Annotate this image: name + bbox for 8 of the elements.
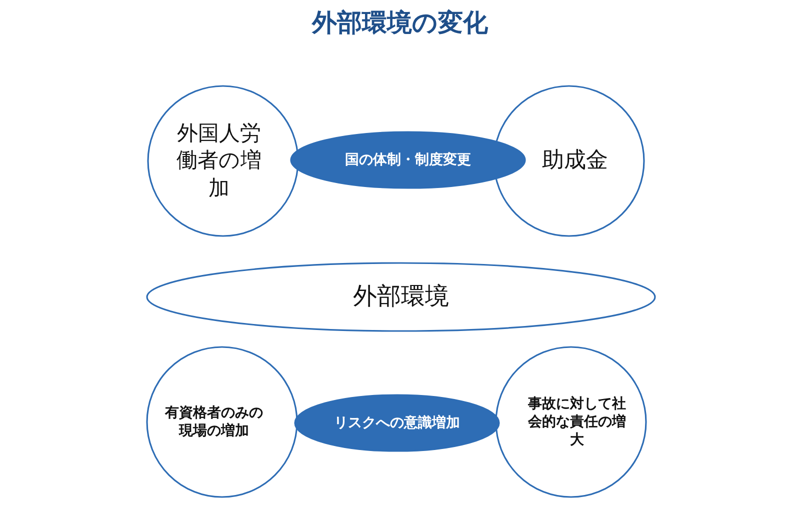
node-label: 外国人労働者の増加 xyxy=(176,120,262,202)
node-label: 国の体制・制度変更 xyxy=(344,150,472,170)
node-label: 外部環境 xyxy=(352,281,450,312)
node-label: 助成金 xyxy=(541,146,609,175)
node-label: 事故に対して社会的な責任の増大 xyxy=(527,394,627,450)
node-label: 有資格者のみの現場の増加 xyxy=(164,404,264,440)
node-label: リスクへの意識増加 xyxy=(333,414,461,432)
title: 外部環境の変化 xyxy=(310,7,489,39)
